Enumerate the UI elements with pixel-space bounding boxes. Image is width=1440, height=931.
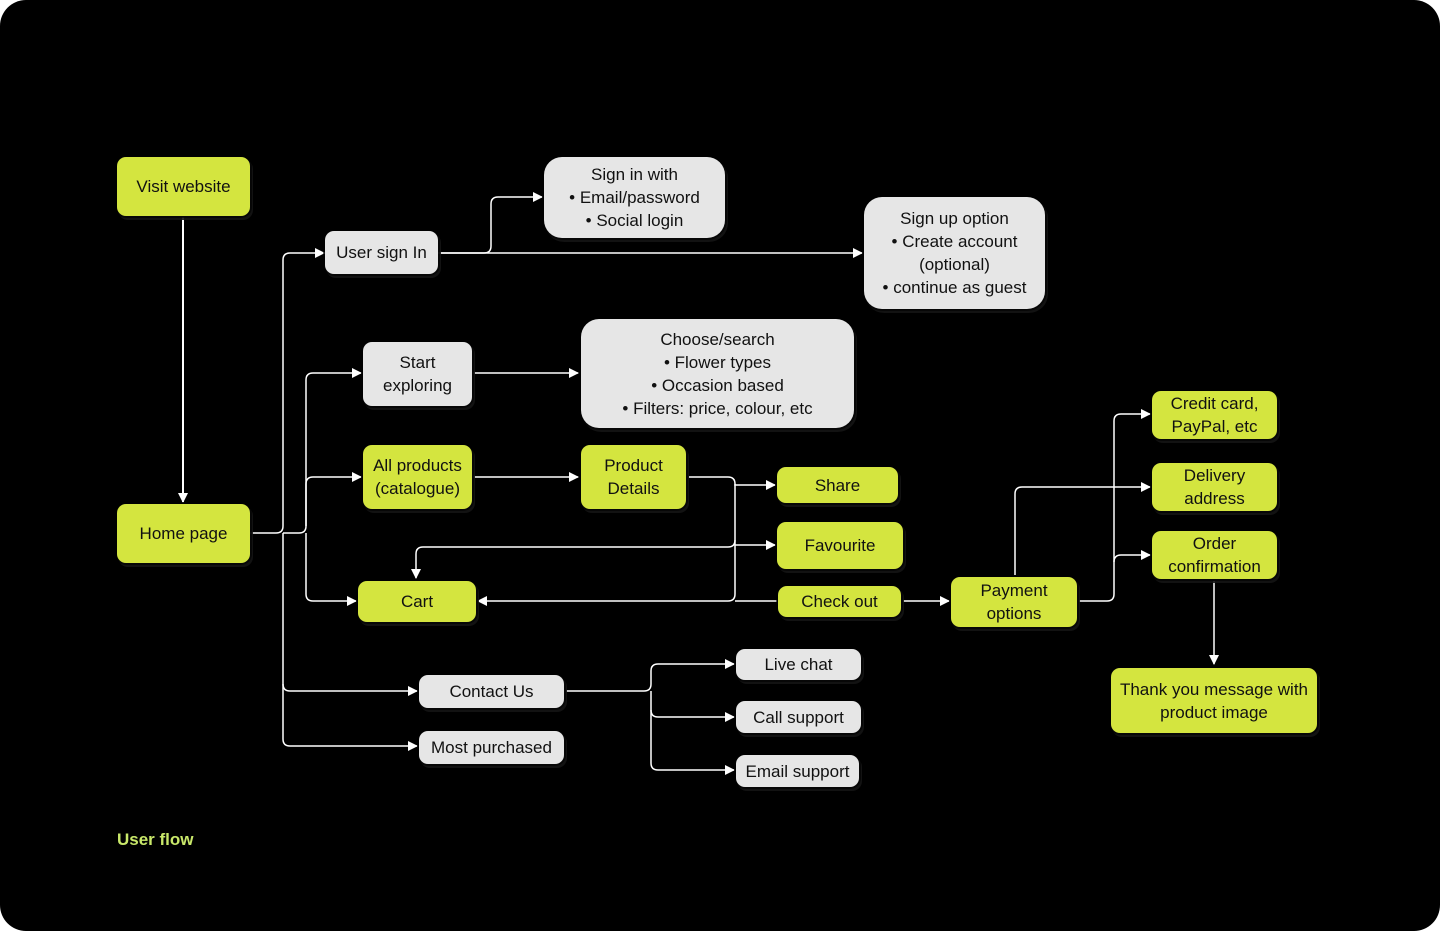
connector-details-cart-bottom xyxy=(477,545,736,606)
node-start-exploring-label: Start exploring xyxy=(383,353,452,395)
node-most-purchased: Most purchased xyxy=(419,731,564,764)
node-delivery-address: Delivery address xyxy=(1152,463,1277,511)
connector-details-favourite xyxy=(734,484,776,550)
connector-payment-delivery xyxy=(1014,482,1151,575)
connector-contact-call xyxy=(650,691,735,722)
connector-contact-live-chat xyxy=(566,659,735,692)
node-check-out: Check out xyxy=(778,586,901,617)
node-payment-options-label: Payment options xyxy=(980,581,1048,623)
node-credit-card: Credit card, PayPal, etc xyxy=(1152,391,1277,439)
node-product-details: Product Details xyxy=(581,445,686,509)
node-favourite-label: Favourite xyxy=(804,536,876,555)
connector-home-all-products xyxy=(305,472,362,526)
connector-details-share xyxy=(689,476,776,490)
connector-home-cart xyxy=(305,533,357,606)
node-payment-options: Payment options xyxy=(951,577,1077,627)
node-call-support-label: Call support xyxy=(753,707,844,727)
node-share-label: Share xyxy=(814,475,861,495)
node-contact-us: Contact Us xyxy=(419,675,564,708)
node-most-purchased-label: Most purchased xyxy=(431,738,552,757)
connector-home-most-purchased xyxy=(282,684,418,751)
node-thank-you-label: Thank you message with product image xyxy=(1119,679,1309,722)
node-share: Share xyxy=(777,467,898,503)
node-live-chat: Live chat xyxy=(736,649,861,680)
node-visit-website: Visit website xyxy=(117,157,250,216)
connector-home-start-exploring xyxy=(283,368,362,534)
node-live-chat-label: Live chat xyxy=(764,655,833,674)
node-call-support: Call support xyxy=(736,701,861,733)
node-user-sign-in-label: User sign In xyxy=(336,243,427,262)
node-sign-in-with-label: Sign in with • Email/password • Social l… xyxy=(569,165,700,230)
connector-payment-credit xyxy=(1079,409,1151,602)
node-email-support: Email support xyxy=(736,755,859,787)
node-home-page: Home page xyxy=(117,504,250,563)
node-favourite: Favourite xyxy=(777,522,903,569)
node-home-page-label: Home page xyxy=(139,524,228,543)
node-delivery-address-label: Delivery address xyxy=(1183,466,1246,508)
node-order-confirmation: Order confirmation xyxy=(1152,531,1277,579)
node-email-support-label: Email support xyxy=(745,761,850,781)
node-user-sign-in: User sign In xyxy=(325,231,438,274)
node-product-details-label: Product Details xyxy=(604,456,663,498)
connector-contact-email xyxy=(650,710,735,775)
connector-details-cart-top xyxy=(411,539,736,579)
node-contact-us-label: Contact Us xyxy=(449,682,534,701)
node-order-confirmation-label: Order confirmation xyxy=(1168,534,1261,576)
node-all-products-label: All products (catalogue) xyxy=(373,456,462,498)
node-sign-up-option: Sign up option • Create account (optiona… xyxy=(864,197,1045,309)
node-choose-search: Choose/search • Flower types • Occasion … xyxy=(581,319,854,428)
connector-home-sign-in xyxy=(250,248,325,534)
node-cart: Cart xyxy=(358,581,476,622)
node-check-out-label: Check out xyxy=(801,592,878,611)
node-thank-you: Thank you message with product image xyxy=(1111,668,1317,733)
node-cart-label: Cart xyxy=(400,592,434,611)
connector-sign-in-with xyxy=(438,192,543,254)
connector-payment-order xyxy=(1113,550,1151,563)
node-sign-up-option-label: Sign up option • Create account (optiona… xyxy=(882,209,1027,297)
node-visit-website-label: Visit website xyxy=(136,177,231,196)
node-sign-in-with: Sign in with • Email/password • Social l… xyxy=(544,157,725,238)
node-choose-search-label: Choose/search • Flower types • Occasion … xyxy=(622,329,813,418)
node-start-exploring: Start exploring xyxy=(363,342,472,406)
node-all-products: All products (catalogue) xyxy=(363,445,472,509)
diagram-caption: User flow xyxy=(117,830,194,849)
node-credit-card-label: Credit card, PayPal, etc xyxy=(1170,394,1259,436)
